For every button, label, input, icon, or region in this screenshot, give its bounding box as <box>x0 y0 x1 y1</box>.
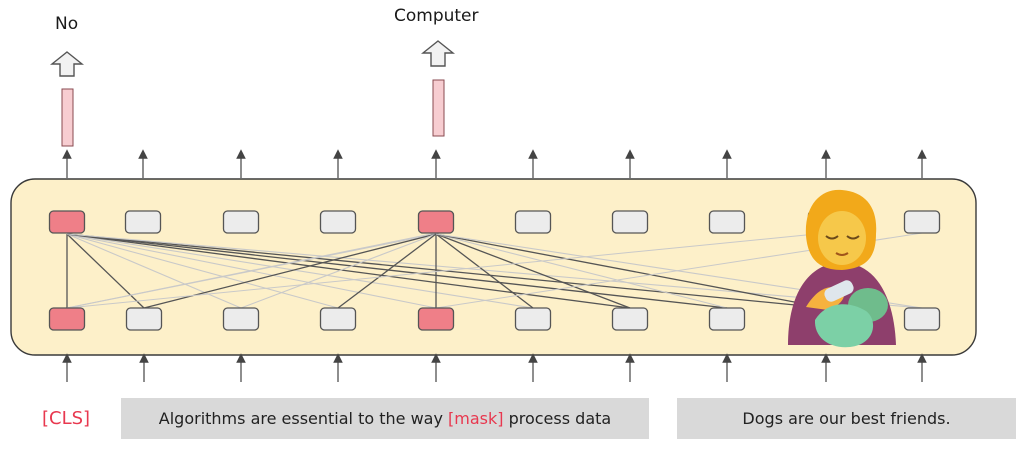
attention-line <box>66 233 242 309</box>
person-feeding-baby-emoji-icon <box>788 189 896 348</box>
mask-token: [mask] <box>448 409 504 428</box>
attention-line <box>66 232 437 309</box>
top-token <box>611 210 649 234</box>
attention-line <box>435 233 827 309</box>
attention-line <box>66 233 923 309</box>
top-token <box>319 210 357 234</box>
attention-line <box>435 233 631 309</box>
output-up-arrow-left <box>50 51 84 77</box>
top-token <box>124 210 162 234</box>
top-token-highlight <box>48 210 86 234</box>
top-token <box>222 210 260 234</box>
attention-line <box>240 233 437 309</box>
bottom-token <box>514 307 552 331</box>
sentence-a-after: process data <box>503 409 612 428</box>
bottom-token <box>319 307 357 331</box>
bottom-token-row <box>48 307 941 331</box>
bottom-token-highlight <box>48 307 86 331</box>
attention-line <box>66 232 827 309</box>
attention-line <box>66 233 631 309</box>
top-token <box>514 210 552 234</box>
bottom-token <box>903 307 941 331</box>
attention-line <box>435 233 728 309</box>
output-bar-mid <box>432 79 445 137</box>
bottom-token-highlight <box>417 307 455 331</box>
output-label-mid: Computer <box>394 6 479 26</box>
bottom-token <box>125 307 163 331</box>
attention-line <box>66 233 728 309</box>
output-label-left: No <box>55 14 79 34</box>
top-token <box>903 210 941 234</box>
attention-line <box>337 233 437 309</box>
attention-line <box>66 233 534 309</box>
output-bar-left <box>61 88 74 147</box>
sentence-b-box: Dogs are our best friends. <box>677 398 1016 439</box>
bottom-token <box>611 307 649 331</box>
bottom-token <box>708 307 746 331</box>
sentence-a-box: Algorithms are essential to the way [mas… <box>121 398 649 439</box>
bottom-token <box>222 307 260 331</box>
top-token-highlight <box>417 210 455 234</box>
cls-token-label: [CLS] <box>42 408 91 429</box>
top-token <box>708 210 746 234</box>
output-up-arrow-mid <box>421 40 455 67</box>
arrows <box>62 149 927 382</box>
sentence-a-before: Algorithms are essential to the way <box>158 409 449 428</box>
attention-line <box>66 233 339 309</box>
